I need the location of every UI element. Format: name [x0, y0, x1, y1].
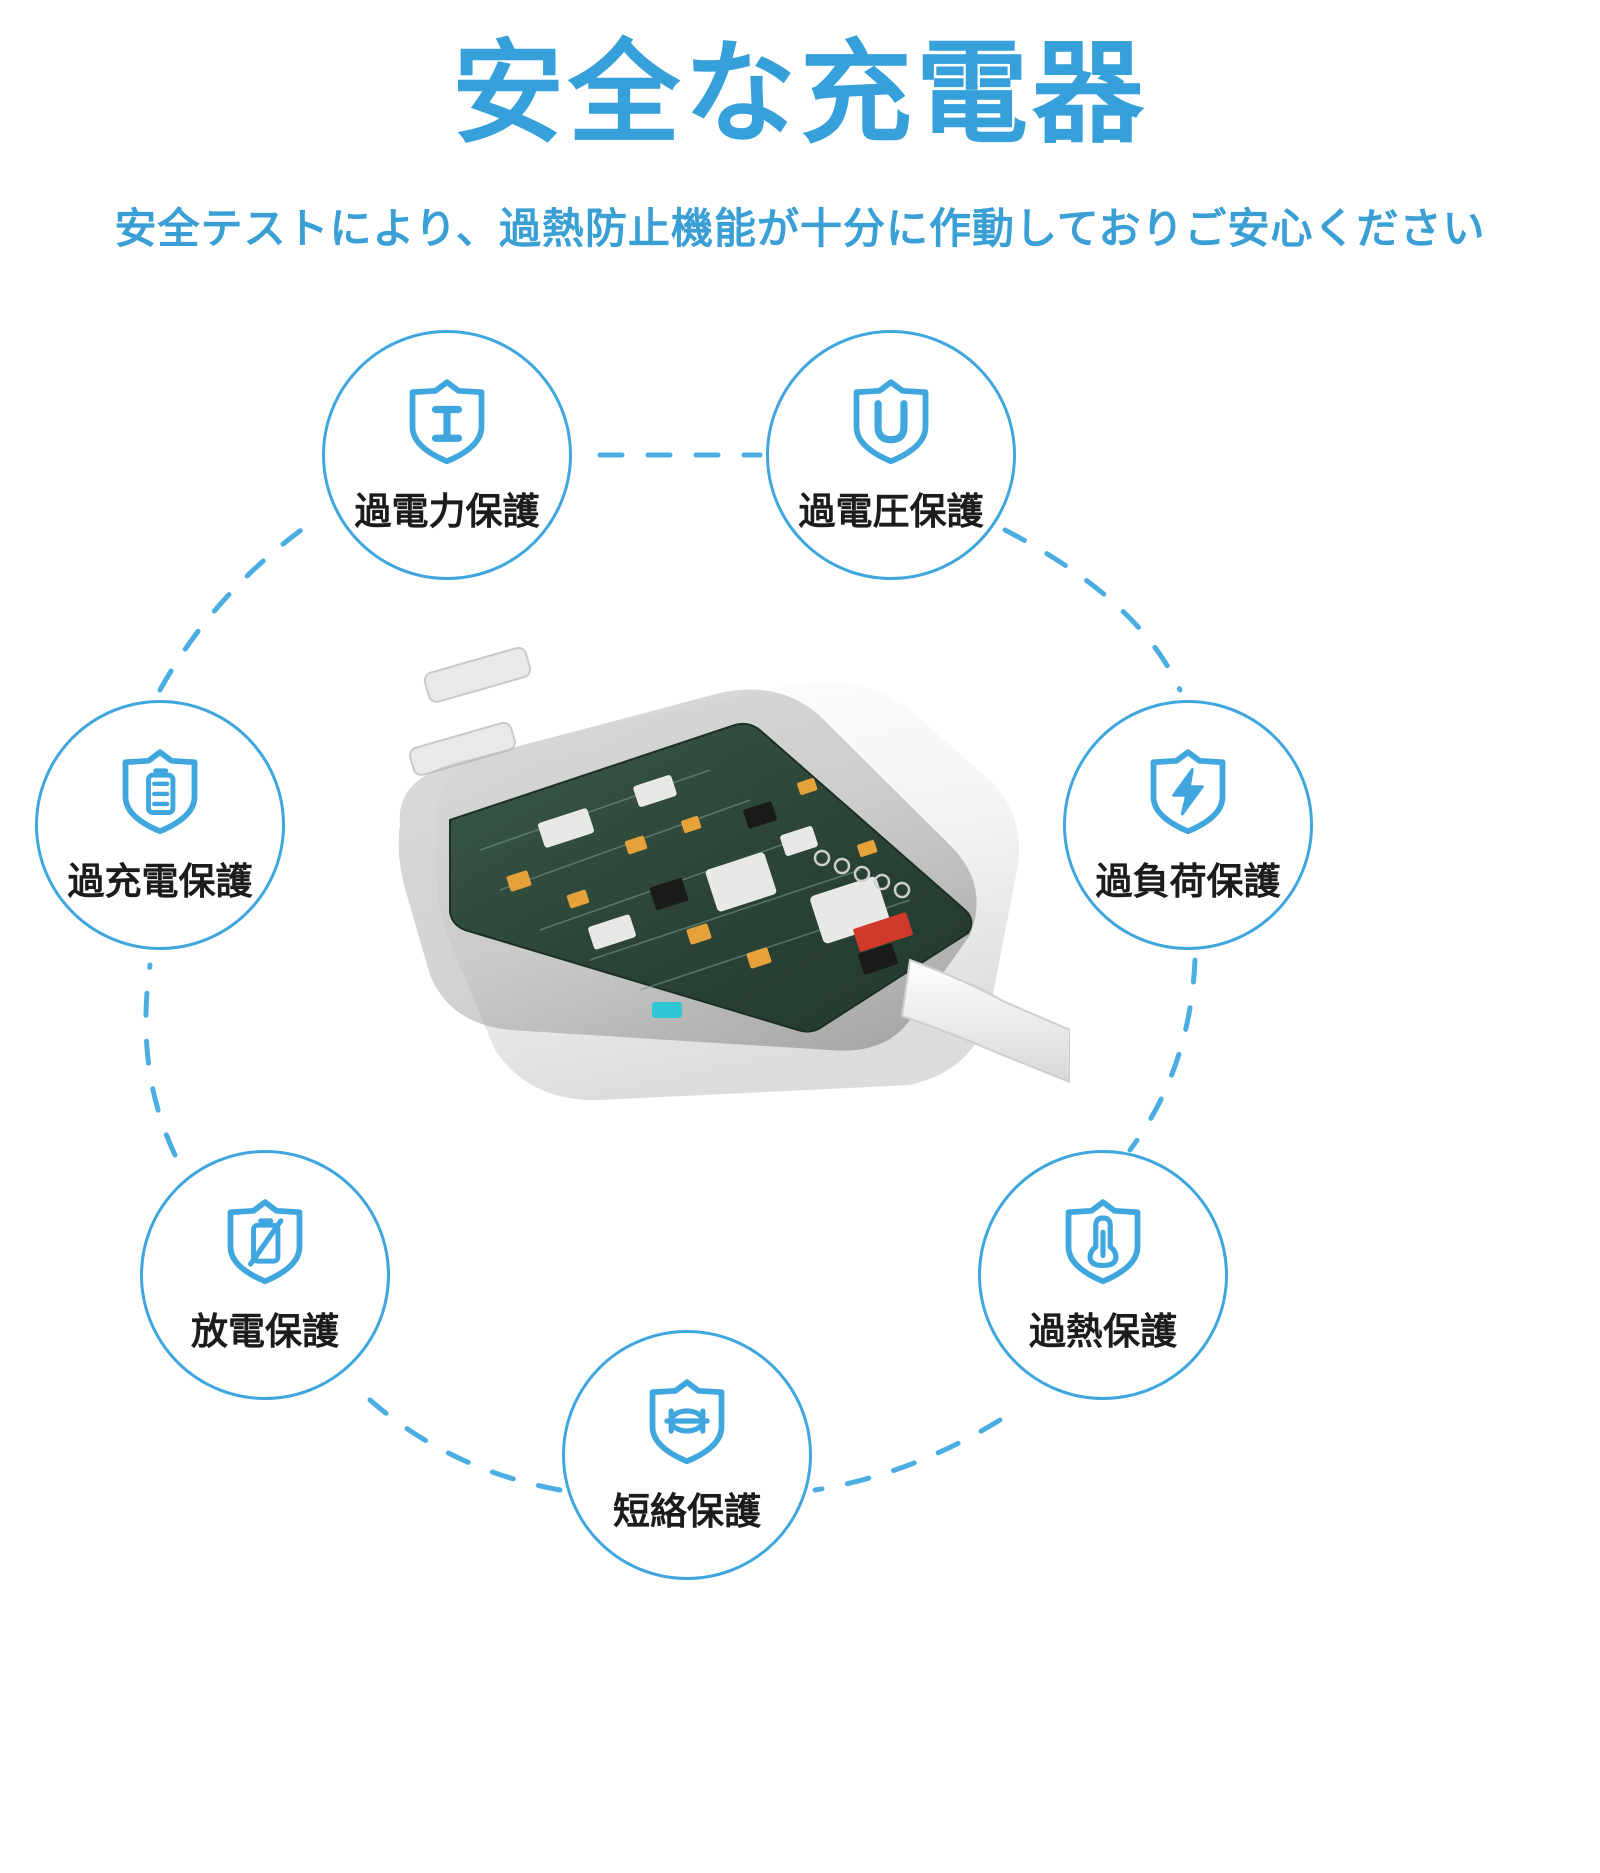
node-label: 過電力保護: [354, 491, 540, 532]
node-over-heat[interactable]: 過熱保護: [978, 1150, 1228, 1400]
node-short-circuit[interactable]: 短絡保護: [562, 1330, 812, 1580]
node-discharge[interactable]: 放電保護: [140, 1150, 390, 1400]
shield-current-icon: [409, 379, 485, 465]
shield-voltage-icon: [853, 379, 929, 465]
charger-product-image: [390, 630, 1070, 1130]
charger-cable: [900, 958, 1070, 1084]
pcb-red-label: [853, 912, 913, 952]
connector-br-bottom: [812, 1417, 1003, 1493]
shield-bolt-icon: [1150, 749, 1226, 835]
node-label: 短絡保護: [613, 1491, 761, 1532]
node-label: 放電保護: [191, 1311, 339, 1352]
pcb-led: [652, 1002, 682, 1018]
charger-prong-1: [423, 646, 532, 703]
shield-battery-icon: [122, 749, 198, 835]
charger-pcb: [449, 722, 973, 1033]
node-over-charge[interactable]: 過充電保護: [35, 700, 285, 950]
connector-left-tl: [157, 517, 318, 693]
shield-battery-slash-icon: [227, 1199, 303, 1285]
node-label: 過電圧保護: [798, 491, 984, 532]
node-over-power[interactable]: 過電力保護: [322, 330, 572, 580]
shield-thermometer-icon: [1065, 1199, 1141, 1285]
node-over-voltage[interactable]: 過電圧保護: [766, 330, 1016, 580]
page-subtitle: 安全テストにより、過熱防止機能が十分に作動しておりご安心ください: [114, 205, 1486, 252]
node-label: 過負荷保護: [1095, 861, 1281, 902]
connector-bl-left: [143, 962, 178, 1158]
shield-fuse-icon: [649, 1379, 725, 1465]
page-title: 安全な充電器: [452, 31, 1148, 156]
connector-bottom-bl: [367, 1397, 563, 1493]
connector-right-br: [1127, 957, 1198, 1153]
node-label: 過充電保護: [67, 861, 253, 902]
node-label: 過熱保護: [1029, 1311, 1177, 1352]
node-over-load[interactable]: 過負荷保護: [1063, 700, 1313, 950]
